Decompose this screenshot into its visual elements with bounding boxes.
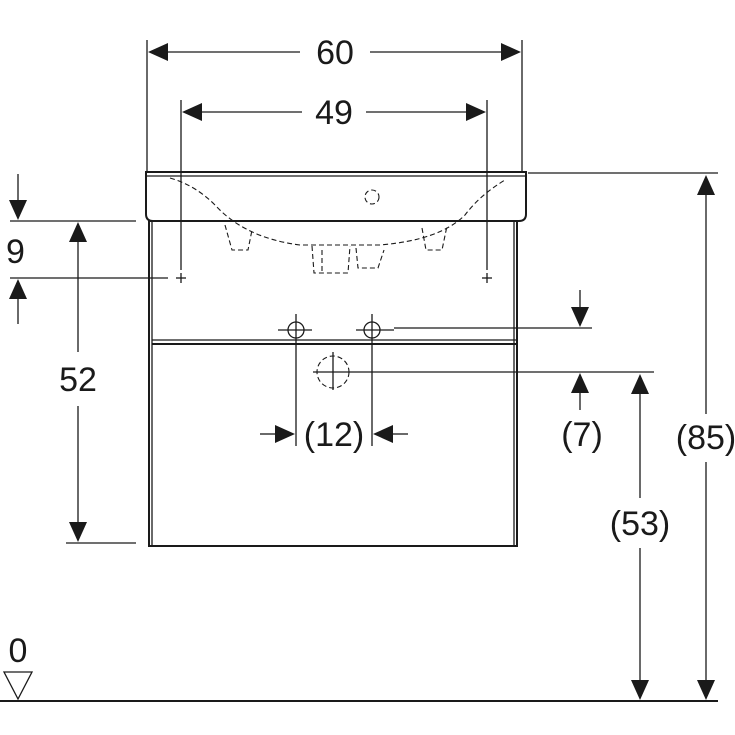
dimension-basin-width: 49 <box>180 94 488 270</box>
label-total-height: (85) <box>676 419 735 457</box>
basin-bowl <box>169 177 506 246</box>
label-basin-width: 49 <box>315 94 353 132</box>
label-cabinet-height: 52 <box>59 361 97 399</box>
floor-line: 0 <box>0 632 718 702</box>
label-overall-width: 60 <box>316 34 354 72</box>
drain-pipe <box>313 352 360 390</box>
dimension-top-offset: 9 <box>6 174 168 324</box>
supply-pipes <box>278 314 394 346</box>
cabinet-body <box>148 220 518 547</box>
dimension-pipe-offset: (7) <box>360 290 654 454</box>
label-floor-level: 0 <box>9 632 28 670</box>
dimension-overall-width: 60 <box>146 34 523 172</box>
label-drain-height: (53) <box>610 505 670 543</box>
dimension-drain-height: (53) <box>610 374 670 700</box>
label-pipe-spacing: (12) <box>304 416 364 454</box>
floor-level-marker <box>2 671 34 701</box>
dimension-pipe-spacing: (12) <box>260 346 408 454</box>
dimension-cabinet-height: 52 <box>59 222 136 544</box>
tap-hole <box>364 189 380 205</box>
vanity-unit <box>145 171 527 547</box>
basin-outline <box>145 171 527 222</box>
mounting-points <box>176 273 492 283</box>
label-top-offset: 9 <box>6 233 25 271</box>
label-pipe-offset: (7) <box>561 416 603 454</box>
dimension-total-height: (85) <box>528 172 735 700</box>
